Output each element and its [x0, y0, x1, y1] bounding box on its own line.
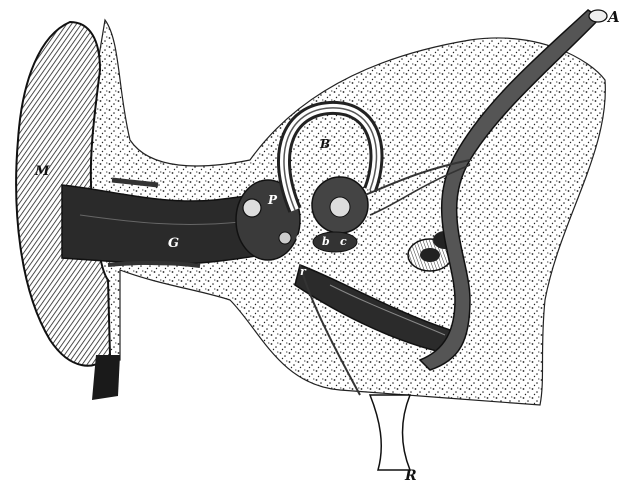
ossicle-incus: [279, 232, 291, 244]
label-A: A: [606, 8, 620, 26]
lower-sac: [313, 232, 357, 252]
vestibule-nucleus: [330, 197, 350, 217]
label-G: G: [168, 236, 179, 251]
label-c: c: [340, 235, 347, 248]
label-b: b: [322, 235, 330, 248]
earlobe-stem: [92, 355, 120, 400]
styloid-process: [370, 395, 410, 470]
label-a: a: [296, 230, 303, 243]
label-B: B: [319, 137, 330, 151]
label-M: M: [34, 164, 50, 179]
label-P: P: [267, 193, 278, 207]
label-R: R: [404, 468, 417, 484]
ossicle-malleus: [243, 199, 261, 217]
nerve-cut-end: [589, 10, 607, 22]
